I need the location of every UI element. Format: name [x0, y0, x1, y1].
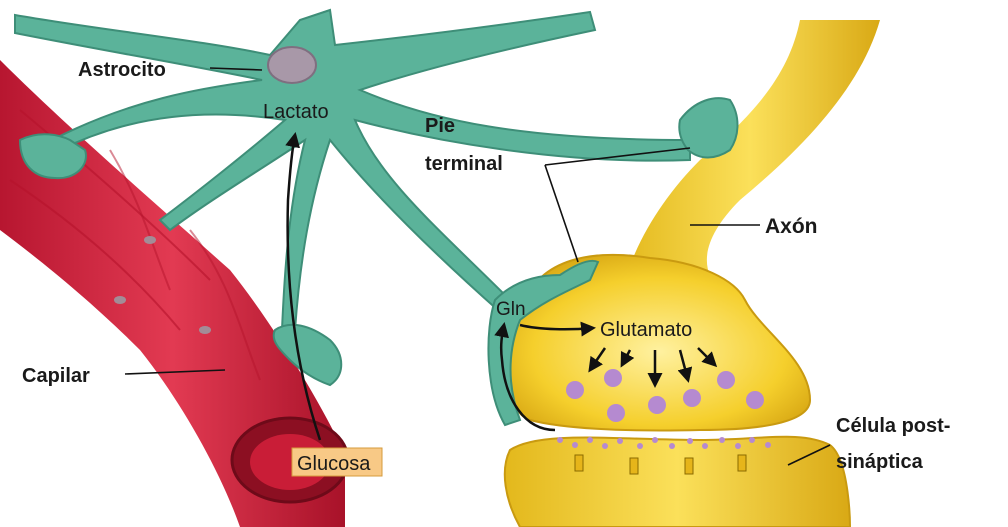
label-lactato: Lactato	[263, 101, 329, 123]
label-gln: Gln	[496, 299, 526, 320]
label-axon: Axón	[765, 215, 818, 238]
label-terminal: terminal	[425, 153, 503, 175]
postsynaptic-cell	[505, 437, 850, 527]
label-glutamato: Glutamato	[600, 319, 692, 341]
receptor	[685, 458, 693, 474]
label-pie: Pie	[425, 115, 455, 137]
label-celula-1: Célula post-	[836, 415, 950, 437]
label-astrocito: Astrocito	[78, 59, 166, 81]
label-celula-2: sináptica	[836, 451, 924, 473]
astrocyte-nucleus	[268, 47, 316, 83]
receptor	[738, 455, 746, 471]
label-glucosa: Glucosa	[297, 453, 371, 475]
receptor	[575, 455, 583, 471]
label-capilar: Capilar	[22, 365, 90, 387]
receptor	[630, 458, 638, 474]
